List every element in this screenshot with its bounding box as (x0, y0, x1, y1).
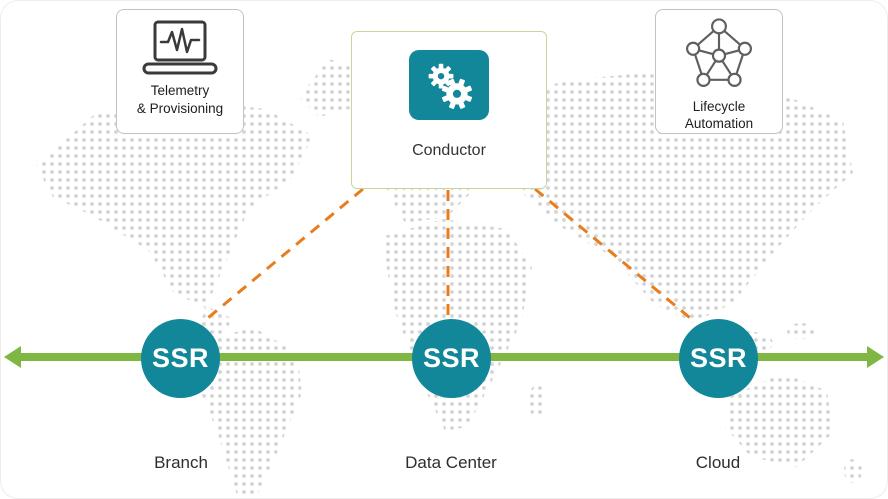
ssr-node-branch: SSR (141, 319, 220, 398)
ssr-node-datacenter: SSR (412, 319, 491, 398)
axis-arrow-left-icon (4, 346, 21, 368)
telemetry-card-label: Telemetry & Provisioning (136, 83, 224, 116)
ssr-node-label: SSR (689, 343, 748, 373)
conductor-card: Conductor (351, 31, 547, 189)
lifecycle-card-label: Lifecycle Automation (684, 98, 754, 132)
lifecycle-card: Lifecycle Automation (655, 9, 783, 134)
network-mesh-icon (686, 18, 752, 87)
gears-icon (409, 50, 489, 120)
axis-arrow-right-icon (867, 346, 884, 368)
ssr-node-label: SSR (151, 343, 210, 373)
laptop-telemetry-icon (142, 20, 218, 75)
caption-datacenter: Data Center (405, 453, 497, 472)
ssr-node-label: SSR (422, 343, 481, 373)
conductor-card-label: Conductor (412, 142, 486, 159)
connector-branch (202, 187, 364, 324)
caption-branch: Branch (154, 453, 208, 472)
connector-cloud (534, 187, 696, 324)
telemetry-card: Telemetry & Provisioning (116, 9, 244, 134)
caption-cloud: Cloud (695, 453, 741, 472)
ssr-node-cloud: SSR (679, 319, 758, 398)
